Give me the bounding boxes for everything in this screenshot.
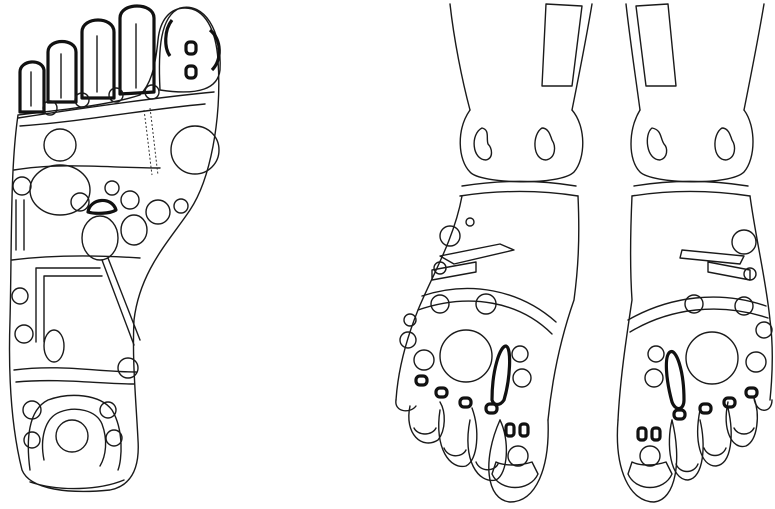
- dorsal-circle: [746, 352, 766, 372]
- leg-outline: [744, 4, 764, 110]
- organ-circle: [13, 177, 31, 195]
- dorsal-circle: [645, 369, 663, 387]
- foot-side: [548, 196, 579, 420]
- breast-mark: [492, 346, 510, 405]
- organ-circle: [12, 288, 28, 304]
- toe-5: [20, 62, 44, 112]
- organ-circle: [118, 358, 138, 378]
- dorsal-circle: [513, 369, 531, 387]
- big-toe-edge: [166, 20, 172, 56]
- sole-toes: [20, 6, 220, 115]
- breast-mark: [666, 352, 684, 409]
- shin-band: [636, 4, 676, 86]
- dorsal-foot-right: [617, 4, 772, 502]
- organ-ellipse: [121, 215, 147, 245]
- diaphragm-line: [14, 166, 160, 170]
- dorsal-circle: [756, 322, 772, 338]
- ureter-line: [108, 258, 140, 340]
- ankle-bone-icon: [535, 128, 555, 160]
- ankle-outline: [460, 110, 583, 182]
- big-toe-edge: [210, 30, 219, 70]
- toe-3: [82, 20, 114, 98]
- organ-ellipse: [44, 330, 64, 362]
- lymph-spot: [638, 428, 646, 440]
- organ-circle: [44, 129, 76, 161]
- organ-circle: [105, 181, 119, 195]
- ankle-bone-icon: [715, 128, 735, 160]
- foot-crease: [440, 244, 514, 264]
- toe-circle: [640, 446, 660, 466]
- lymph-spot: [436, 388, 447, 397]
- organ-circle: [15, 325, 33, 343]
- dorsal-foot-left: [396, 4, 592, 502]
- lymph-spot: [460, 398, 471, 407]
- toe-small: [396, 400, 416, 411]
- foot-crease: [680, 250, 744, 264]
- dorsal-circle: [648, 346, 664, 362]
- big-toe-spot: [186, 42, 196, 54]
- lymph-spot: [486, 404, 497, 413]
- organ-circle: [121, 191, 139, 209]
- colon-path: [44, 276, 102, 342]
- foot-side: [618, 196, 632, 420]
- leg-outline: [450, 4, 470, 110]
- dorsal-band: [630, 309, 768, 332]
- foot-side: [750, 196, 772, 400]
- dorsal-circle: [732, 230, 756, 254]
- ankle-bone-icon: [647, 128, 666, 160]
- chest-circle: [686, 332, 738, 384]
- lymph-spot: [746, 388, 757, 397]
- lymph-spot: [724, 398, 735, 407]
- sole-foot: [10, 6, 221, 491]
- dorsal-circle: [466, 218, 474, 226]
- toe: [468, 420, 507, 480]
- lymph-spot: [506, 424, 514, 436]
- chest-circle: [440, 330, 492, 382]
- big-toe-spot: [186, 66, 196, 78]
- dorsal-band: [418, 301, 552, 334]
- toenail: [704, 448, 726, 456]
- dorsal-circle: [512, 346, 528, 362]
- heel-circle: [23, 401, 41, 419]
- shin-band: [542, 4, 582, 86]
- heel-circle: [100, 402, 116, 418]
- spine-line: [144, 110, 152, 175]
- ankle-band: [460, 192, 578, 197]
- heel-zone-inner: [43, 409, 106, 466]
- ankle-band: [632, 192, 750, 197]
- toe-circle: [508, 446, 528, 466]
- lymph-spot: [520, 424, 528, 436]
- ureter-line: [102, 260, 134, 345]
- kidney-ellipse: [82, 216, 118, 260]
- toenail: [734, 428, 754, 434]
- ankle-bone-icon: [474, 128, 491, 160]
- toenail: [414, 428, 436, 434]
- toe-4: [48, 42, 76, 103]
- organ-circle: [174, 199, 188, 213]
- lymph-spot: [652, 428, 660, 440]
- colon-path: [36, 268, 100, 342]
- lymph-spot: [700, 404, 711, 413]
- heel-circle: [24, 432, 40, 448]
- organ-circle: [146, 200, 170, 224]
- lymph-spot: [416, 376, 427, 385]
- waist-line: [12, 256, 140, 260]
- heel-circle: [106, 430, 122, 446]
- dorsal-band: [628, 297, 766, 320]
- foot-crease: [708, 262, 750, 280]
- heel-line: [16, 381, 134, 384]
- dorsal-circle: [414, 350, 434, 370]
- spine-line: [150, 108, 158, 175]
- toenail: [444, 448, 466, 456]
- toenail: [676, 464, 698, 472]
- heel-circle: [56, 420, 88, 452]
- dorsal-band: [422, 288, 556, 322]
- organ-ellipse: [30, 165, 90, 215]
- lymph-spot: [674, 410, 685, 419]
- adrenal-mark: [88, 200, 116, 213]
